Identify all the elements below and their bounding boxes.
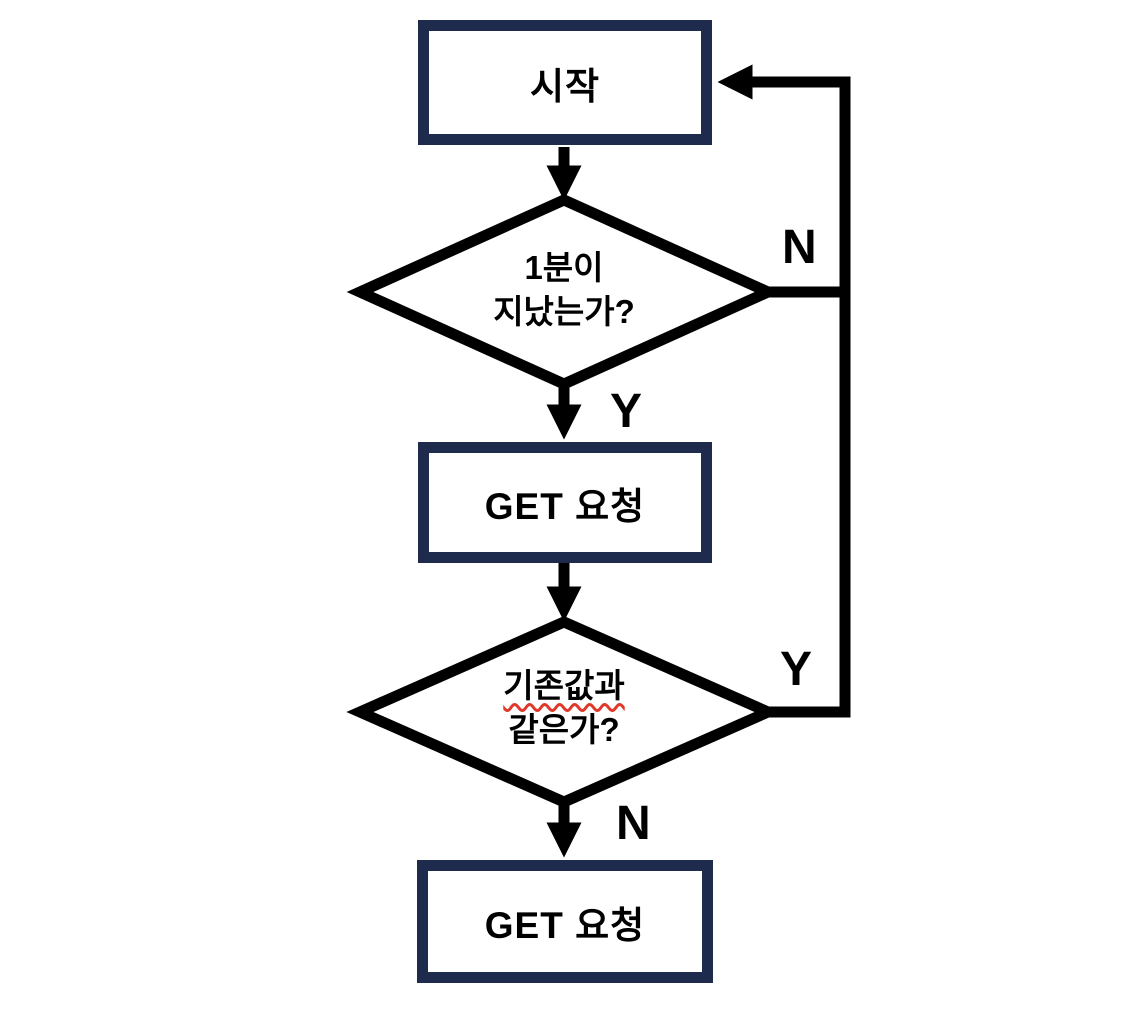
get-request-1-label: GET 요청 — [484, 485, 646, 527]
decision2-line2: 같은가? — [508, 710, 620, 748]
decision2-line1: 기존값과 — [503, 667, 625, 704]
decision2-yes-label: Y — [780, 643, 813, 696]
decision2-no-label: N — [616, 797, 651, 850]
start-node: 시작 — [418, 20, 712, 145]
decision2-diamond — [346, 615, 782, 809]
get-request-2-node: GET 요청 — [417, 860, 713, 983]
start-node-label: 시작 — [529, 65, 601, 107]
decision1-no-label: N — [782, 221, 817, 274]
decision1-diamond — [346, 193, 782, 391]
decision1-text: 1분이 지났는가? — [414, 246, 714, 333]
decision1-line1: 1분이 — [524, 249, 604, 286]
decision2-text: 기존값과 같은가? — [414, 664, 714, 751]
decision1-yes-label: Y — [610, 385, 643, 438]
decision1-line2: 지났는가? — [493, 292, 635, 330]
get-request-2-label: GET 요청 — [484, 904, 646, 946]
get-request-1-node: GET 요청 — [418, 442, 712, 563]
edge-decision2-yes-loop-to-start — [717, 64, 851, 718]
